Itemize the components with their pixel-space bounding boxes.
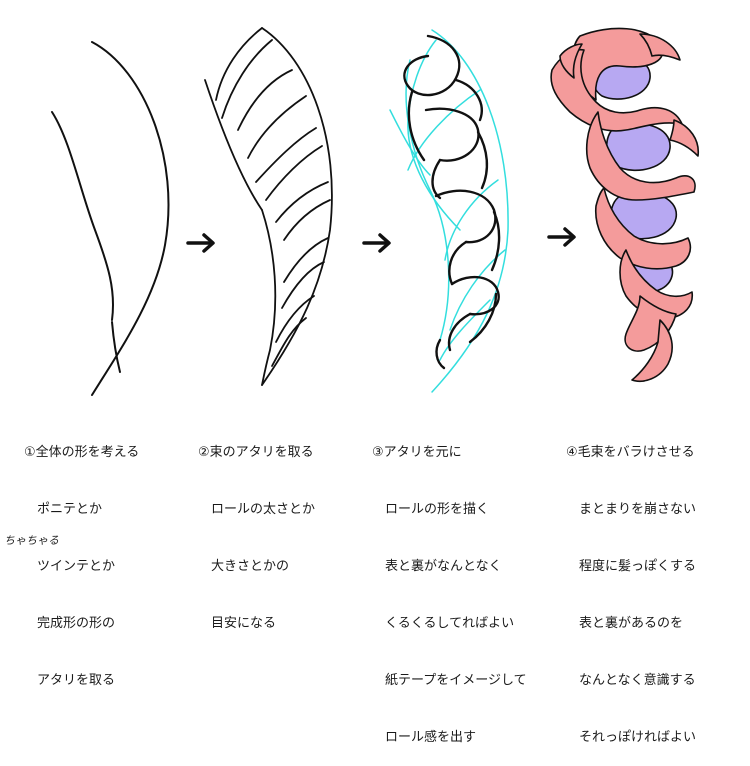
arrow-icon — [186, 233, 215, 253]
caption-line: ロール感を出す — [372, 730, 477, 745]
stage-1-silhouette — [51, 41, 170, 396]
artist-signature: ちゃちゃる — [4, 534, 59, 547]
caption-line: ④毛束をバラけさせる — [566, 445, 695, 460]
caption-line: まとまりを崩さない — [566, 502, 697, 517]
caption-line: ロールの形を描く — [372, 502, 490, 517]
caption-line: ツインテとか — [24, 559, 116, 574]
step-3-caption: ③アタリを元に ロールの形を描く 表と裏がなんとなく くるくるしてればよい 紙テ… — [372, 405, 527, 766]
caption-line: ポニテとか — [24, 502, 103, 517]
step-4-caption: ④毛束をバラけさせる まとまりを崩さない 程度に髪っぽくする 表と裏があるのを … — [566, 405, 696, 766]
arrow-icon — [547, 227, 576, 247]
caption-line: ロールの太さとか — [198, 502, 316, 517]
caption-line: 紙テープをイメージして — [372, 673, 527, 688]
stage-2-bundles — [204, 27, 333, 386]
stage-4-colored-ringlet — [550, 27, 699, 382]
caption-line: 表と裏があるのを — [566, 616, 684, 631]
arrow-icon — [362, 233, 391, 253]
caption-line: なんとなく意識する — [566, 673, 696, 688]
caption-line: くるくるしてればよい — [372, 616, 515, 631]
step-1-caption: ①全体の形を考える ポニテとか ツインテとか 完成形の形の アタリを取る — [24, 405, 139, 709]
caption-line: ②束のアタリを取る — [198, 445, 314, 460]
caption-line: 大きさとかの — [198, 559, 290, 574]
step-2-caption: ②束のアタリを取る ロールの太さとか 大きさとかの 目安になる — [198, 405, 315, 652]
stage-3-rolls — [403, 34, 501, 370]
caption-line: 表と裏がなんとなく — [372, 559, 502, 574]
caption-line: 目安になる — [198, 616, 277, 631]
illustration-canvas — [51, 27, 699, 396]
caption-line: ③アタリを元に — [372, 445, 462, 460]
caption-line: 完成形の形の — [24, 616, 116, 631]
caption-line: アタリを取る — [24, 673, 116, 688]
caption-line: ①全体の形を考える — [24, 445, 140, 460]
caption-line: 程度に髪っぽくする — [566, 559, 697, 574]
caption-line: それっぽければよい — [566, 730, 697, 745]
